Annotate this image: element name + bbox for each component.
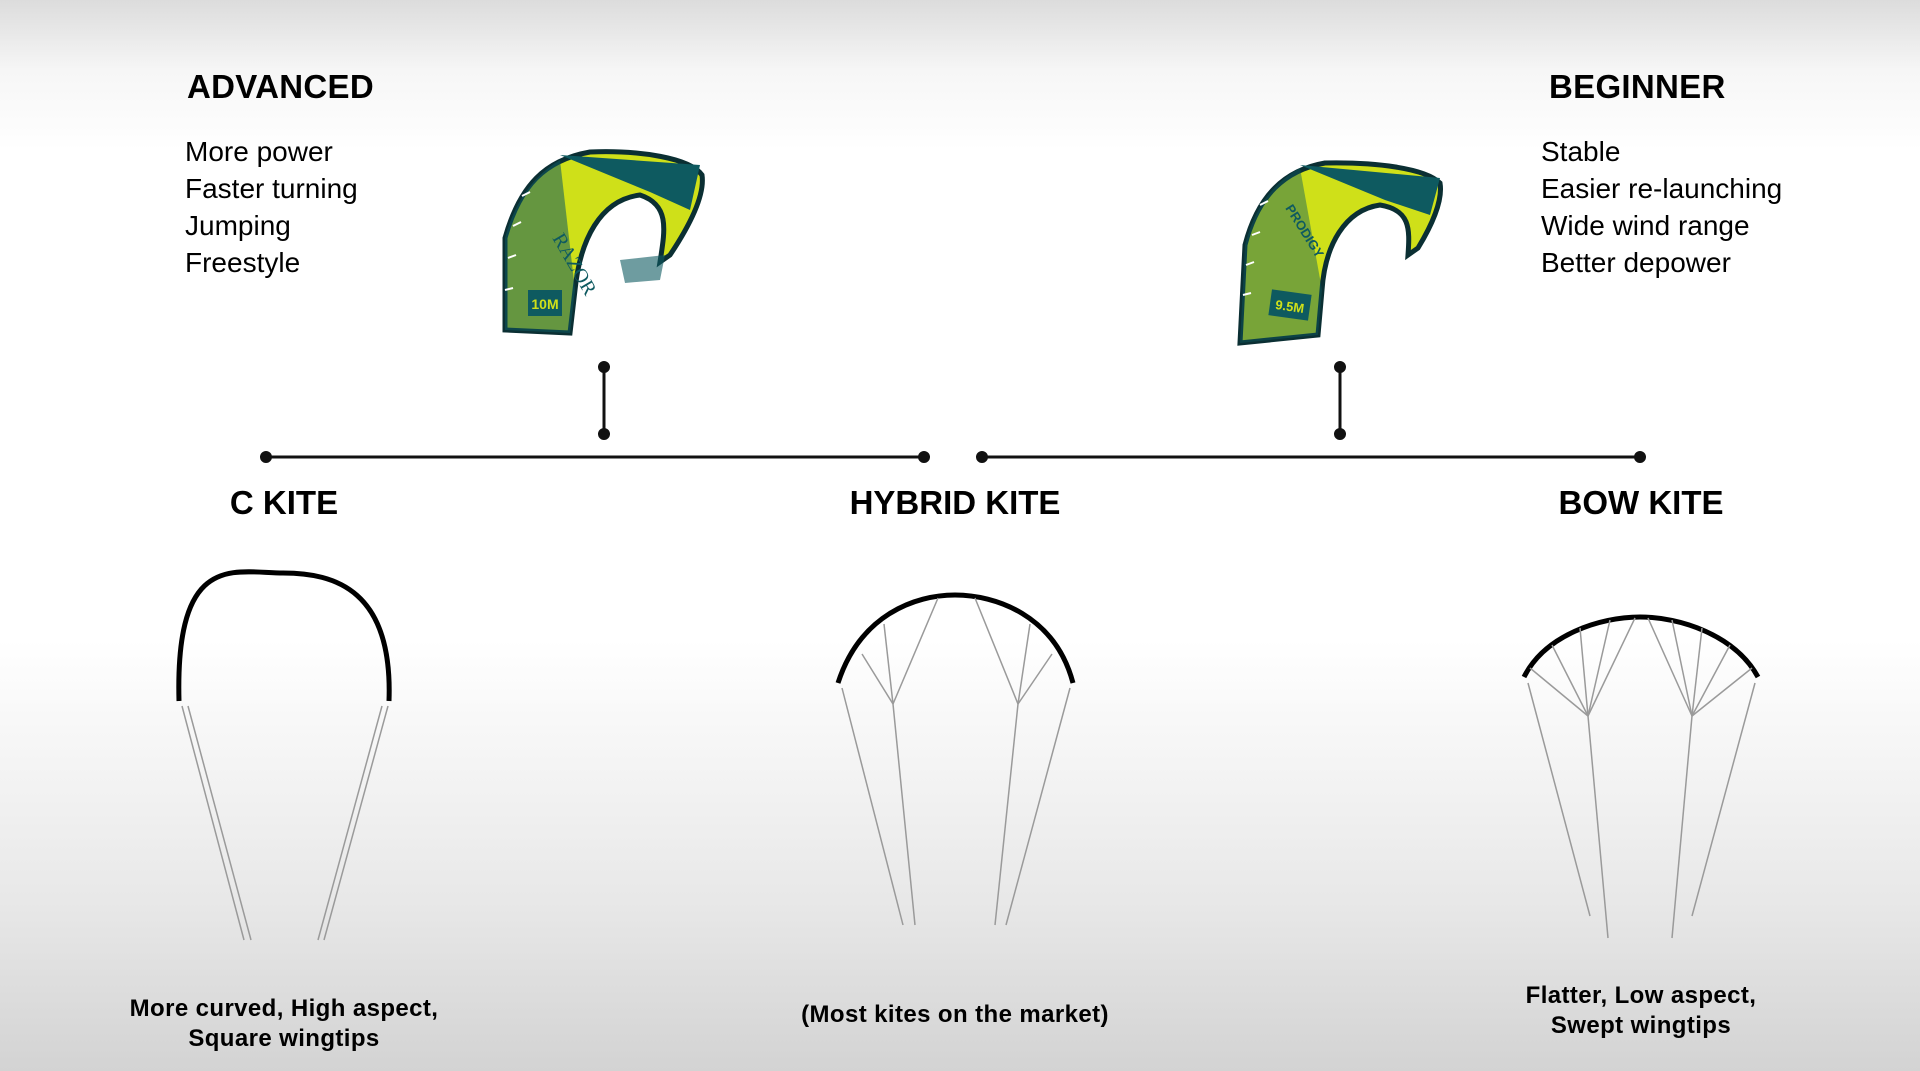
connector-dot — [1634, 451, 1646, 463]
bow-kite-shape — [1521, 614, 1761, 939]
c-kite-shape — [176, 569, 392, 941]
beginner-feature: Better depower — [1541, 247, 1731, 278]
advanced-feature: Faster turning — [185, 173, 358, 204]
connector-dot — [598, 428, 610, 440]
bow-kite-caption: Flatter, Low aspect, Swept wingtips — [1526, 981, 1757, 1041]
connector-dot — [1334, 361, 1346, 373]
c-kite-bridle-lines — [181, 705, 389, 941]
connector-dot — [918, 451, 930, 463]
advanced-feature: More power — [185, 136, 333, 167]
c-kite-arc — [176, 569, 392, 702]
caption-line: Swept wingtips — [1550, 1012, 1732, 1039]
caption-line: Flatter, Low aspect, — [1525, 982, 1757, 1009]
advanced-feature-list: More power Faster turning Jumping Freest… — [185, 133, 358, 281]
connector-dot — [976, 451, 988, 463]
caption-line: (Most kites on the market) — [801, 1001, 1109, 1028]
caption-line: More curved, High aspect, — [129, 995, 439, 1022]
hybrid-kite-label: HYBRID KITE — [849, 484, 1061, 521]
beginner-feature: Stable — [1541, 136, 1621, 167]
connector-dot — [1334, 428, 1346, 440]
prodigy-size-text: 9.5M — [1274, 297, 1305, 316]
connector-dot — [598, 361, 610, 373]
caption-line: Square wingtips — [188, 1025, 380, 1052]
bow-kite-bridle-lines — [1527, 617, 1756, 939]
hybrid-kite-arc — [835, 592, 1076, 684]
hybrid-kite-bridle-lines — [841, 597, 1071, 926]
beginner-heading: BEGINNER — [1549, 68, 1726, 105]
razor-size-text: 10M — [531, 296, 558, 312]
advanced-heading: ADVANCED — [187, 68, 374, 105]
bow-kite-arc — [1521, 614, 1761, 679]
connector-dot — [260, 451, 272, 463]
c-kite-caption: More curved, High aspect, Square wingtip… — [130, 994, 439, 1054]
advanced-feature: Freestyle — [185, 247, 301, 278]
hybrid-kite-shape — [835, 592, 1076, 926]
advanced-feature: Jumping — [185, 210, 291, 241]
beginner-feature: Easier re-launching — [1541, 173, 1783, 204]
beginner-feature-list: Stable Easier re-launching Wide wind ran… — [1541, 133, 1782, 281]
hybrid-kite-caption: (Most kites on the market) — [801, 1000, 1109, 1030]
beginner-feature: Wide wind range — [1541, 210, 1750, 241]
razor-kite-image: 10M RAZOR — [502, 149, 705, 336]
c-kite-label: C KITE — [229, 484, 339, 521]
prodigy-kite-image: 9.5M PRODIGY — [1237, 160, 1443, 346]
bow-kite-label: BOW KITE — [1558, 484, 1724, 521]
